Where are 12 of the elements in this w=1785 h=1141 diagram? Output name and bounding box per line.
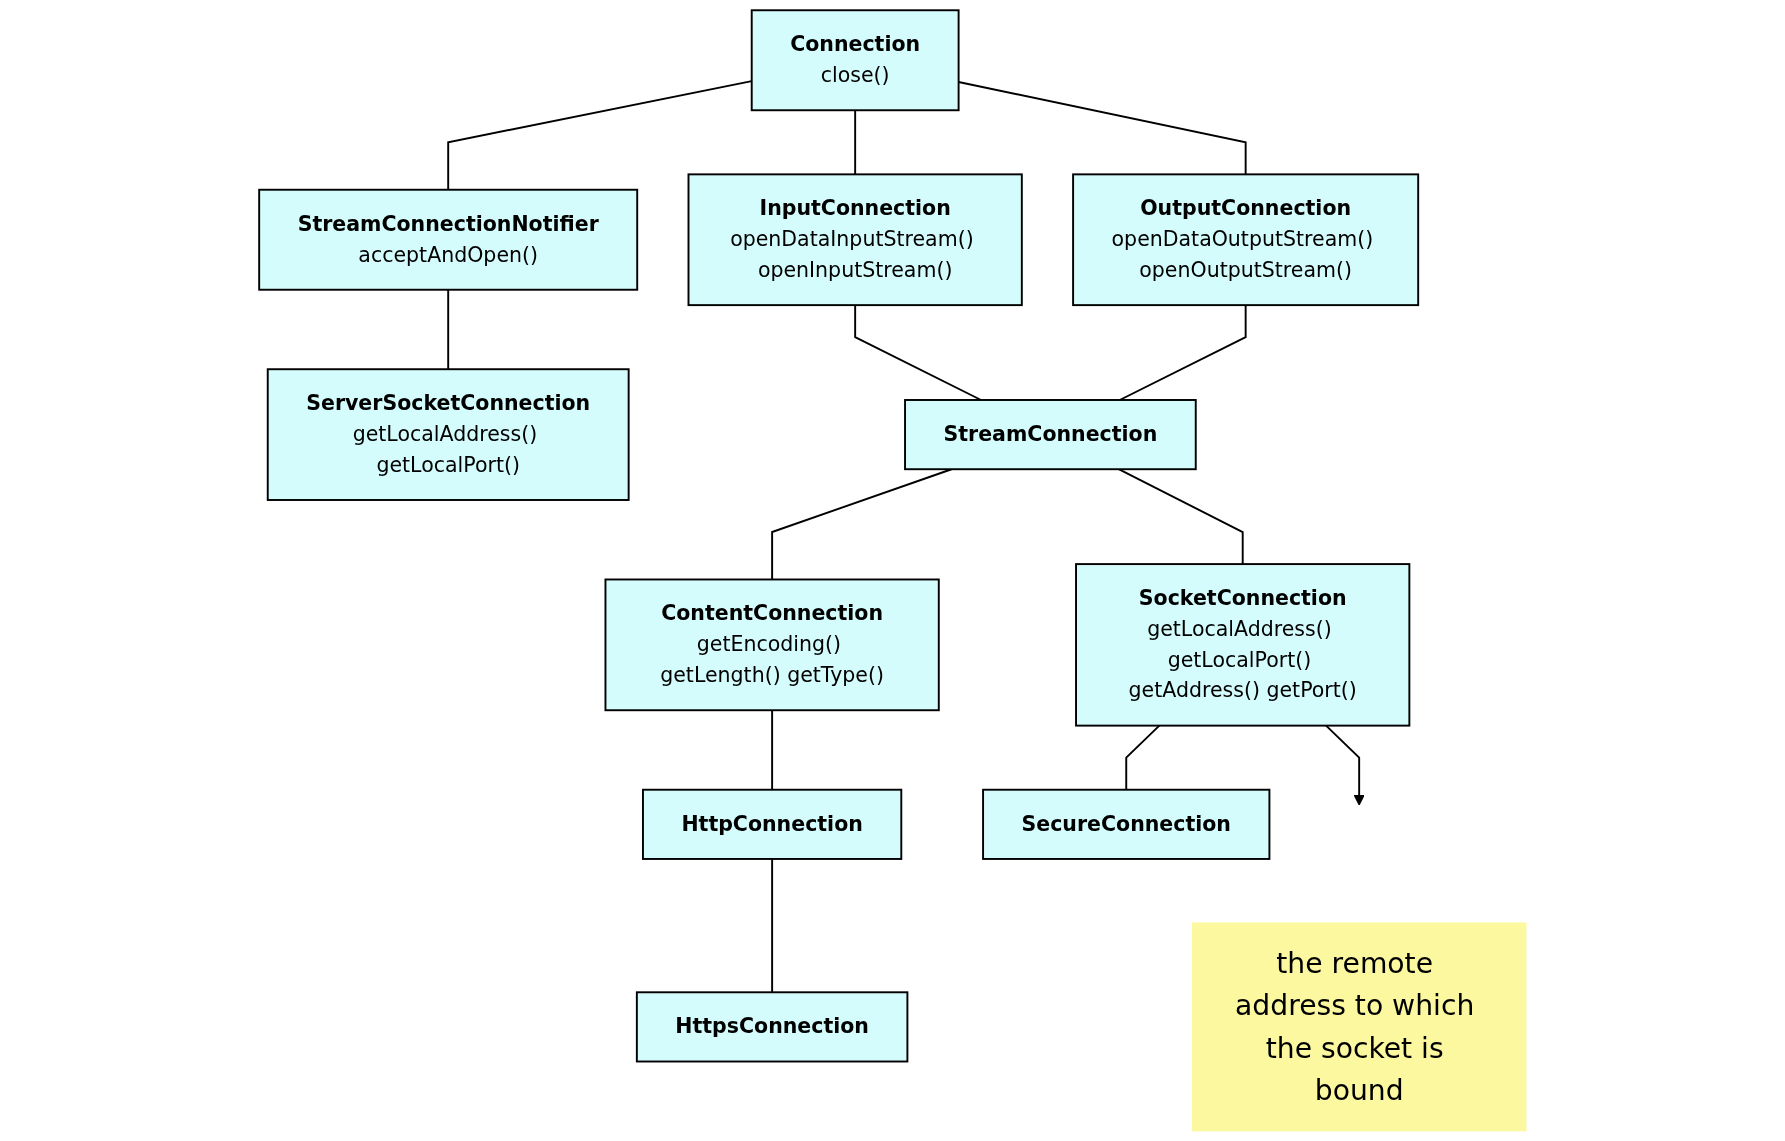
class-box: StreamConnectionNotifier acceptAndOpen() <box>258 188 639 291</box>
class-box: Connection close() <box>750 9 960 112</box>
class-box: SecureConnection <box>982 788 1271 860</box>
class-box: ServerSocketConnection getLocalAddress() getLocalPort() <box>266 368 630 501</box>
class-box: ContentConnection getEncoding() getLength() getType() <box>604 578 940 712</box>
class-box: OutputConnection openDataOutputStream() openOutputStream() <box>1072 173 1420 307</box>
class-box: SocketConnection getLocalAddress() getLocalPort() getAddress() getPort() <box>1075 563 1411 727</box>
class-box: HttpsConnection <box>635 991 909 1063</box>
class-box: HttpConnection <box>642 788 903 860</box>
class-box: StreamConnection <box>904 399 1197 471</box>
class-box: InputConnection openDataInputStream() openInputStream() <box>687 173 1023 307</box>
note-box: the remote address to which the socket is bound <box>1191 922 1527 1132</box>
